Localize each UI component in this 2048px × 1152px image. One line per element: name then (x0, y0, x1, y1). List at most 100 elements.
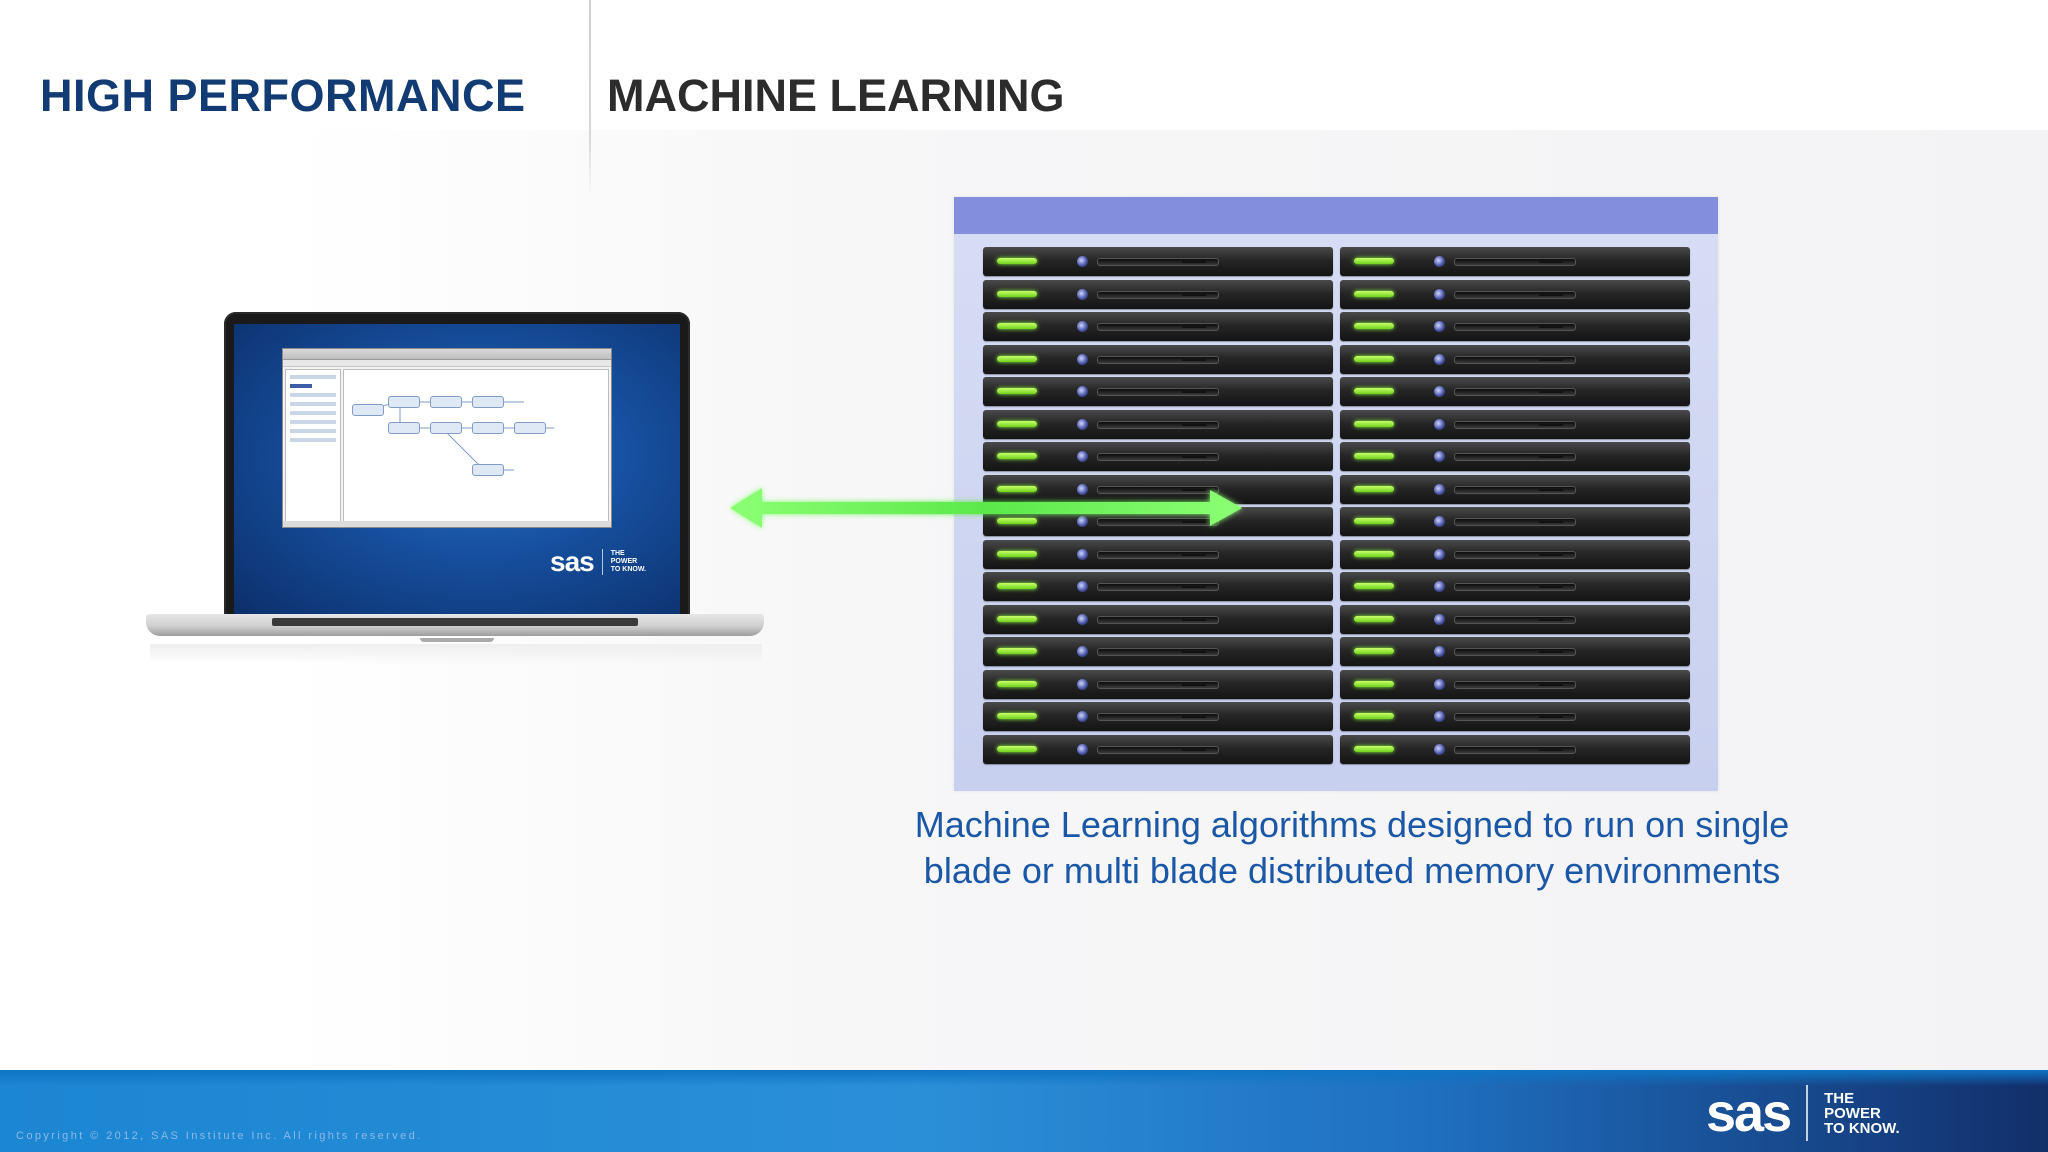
blade-status-led-icon (997, 420, 1037, 427)
blade-status-led-icon (997, 355, 1037, 362)
blade-drive-slot (1454, 485, 1576, 494)
blade-drive-slot (1454, 680, 1576, 689)
server-blade (1340, 734, 1690, 764)
server-blade (983, 734, 1333, 764)
blade-power-button-icon (1434, 646, 1445, 657)
blade-power-button-icon (1434, 743, 1445, 755)
blade-status-led-icon (997, 518, 1037, 524)
blade-power-button-icon (1077, 743, 1088, 755)
blade-power-button-icon (1077, 678, 1088, 690)
blade-status-led-icon (1354, 745, 1394, 752)
server-blade (983, 604, 1333, 634)
server-blade (983, 539, 1333, 569)
footer-logo-tagline: THE POWER TO KNOW. (1824, 1089, 1900, 1137)
blade-power-button-icon (1077, 418, 1088, 430)
server-blade (983, 377, 1333, 406)
blade-power-button-icon (1434, 321, 1445, 332)
rack-top-bar (954, 197, 1718, 234)
blade-power-button-icon (1434, 613, 1445, 625)
blade-power-button-icon (1434, 256, 1445, 267)
server-blade (983, 247, 1333, 276)
blade-power-button-icon (1434, 418, 1445, 430)
server-rack-illustration (954, 197, 1718, 791)
server-blade (1340, 539, 1690, 569)
blade-status-led-icon (997, 323, 1037, 329)
server-blade (1340, 669, 1690, 699)
header-divider (589, 0, 591, 196)
caption-text: Machine Learning algorithms designed to … (830, 802, 1874, 894)
server-blade (983, 344, 1333, 374)
blade-drive-slot (1097, 290, 1219, 299)
laptop-keyboard (272, 618, 638, 626)
blade-power-button-icon (1434, 678, 1445, 690)
blade-power-button-icon (1077, 353, 1088, 365)
blade-drive-slot (1097, 388, 1219, 396)
blade-drive-slot (1097, 485, 1219, 494)
server-blade (983, 669, 1333, 699)
blade-power-button-icon (1077, 548, 1088, 560)
server-blade (1340, 247, 1690, 276)
blade-power-button-icon (1077, 516, 1088, 527)
bidirectional-arrow-icon (730, 488, 1242, 528)
laptop-reflection (150, 644, 762, 664)
blade-status-led-icon (1354, 518, 1394, 524)
blade-drive-slot (1454, 518, 1576, 526)
laptop-notch (420, 638, 494, 642)
blade-power-button-icon (1434, 483, 1445, 495)
blade-power-button-icon (1077, 451, 1088, 462)
diagram-node (430, 396, 462, 408)
server-blade (983, 312, 1333, 341)
server-blade (1340, 442, 1690, 471)
blade-status-led-icon (1354, 323, 1394, 329)
server-blade (1340, 604, 1690, 634)
blade-status-led-icon (1354, 290, 1394, 297)
blade-drive-slot (1454, 615, 1576, 624)
blade-power-button-icon (1077, 256, 1088, 267)
blade-drive-slot (1097, 420, 1219, 429)
app-titlebar (283, 349, 611, 360)
app-window-screenshot (282, 348, 612, 528)
server-blade (1340, 572, 1690, 601)
blade-status-led-icon (1354, 453, 1394, 459)
server-blade (1340, 637, 1690, 666)
blade-drive-slot (1097, 355, 1219, 364)
blade-status-led-icon (997, 485, 1037, 492)
blade-drive-slot (1454, 550, 1576, 559)
title-machine-learning: MACHINE LEARNING (607, 70, 1065, 121)
blade-power-button-icon (1077, 711, 1088, 722)
blade-drive-slot (1097, 680, 1219, 689)
blade-status-led-icon (997, 290, 1037, 297)
blade-power-button-icon (1077, 321, 1088, 332)
caption-line-2: blade or multi blade distributed memory … (923, 850, 1781, 891)
blade-drive-slot (1454, 583, 1576, 591)
copyright-text: Copyright © 2012, SAS Institute Inc. All… (16, 1130, 423, 1142)
blade-status-led-icon (1354, 355, 1394, 362)
blade-status-led-icon (1354, 713, 1394, 719)
blade-drive-slot (1454, 745, 1576, 754)
diagram-node (388, 422, 420, 434)
server-blade (1340, 507, 1690, 536)
server-blade (1340, 474, 1690, 504)
screen-sas-logo: sas THE POWER TO KNOW. (550, 546, 646, 578)
blade-drive-slot (1454, 420, 1576, 429)
diagram-node (472, 422, 504, 434)
blade-status-led-icon (1354, 388, 1394, 394)
laptop-lid: sas THE POWER TO KNOW. (224, 312, 690, 618)
server-blade (983, 474, 1333, 504)
blade-status-led-icon (997, 648, 1037, 654)
blade-drive-slot (1454, 453, 1576, 461)
server-blade (1340, 344, 1690, 374)
blade-status-led-icon (1354, 583, 1394, 589)
footer-bar (0, 1070, 2048, 1152)
blade-status-led-icon (997, 615, 1037, 622)
screen-logo-separator (601, 549, 603, 575)
diagram-node (388, 396, 420, 408)
blade-power-button-icon (1434, 516, 1445, 527)
diagram-node (472, 464, 504, 476)
footer-logo-wordmark: sas (1706, 1083, 1792, 1143)
blade-drive-slot (1454, 323, 1576, 331)
server-blade (1340, 409, 1690, 439)
blade-drive-slot (1097, 583, 1219, 591)
server-blade (983, 572, 1333, 601)
